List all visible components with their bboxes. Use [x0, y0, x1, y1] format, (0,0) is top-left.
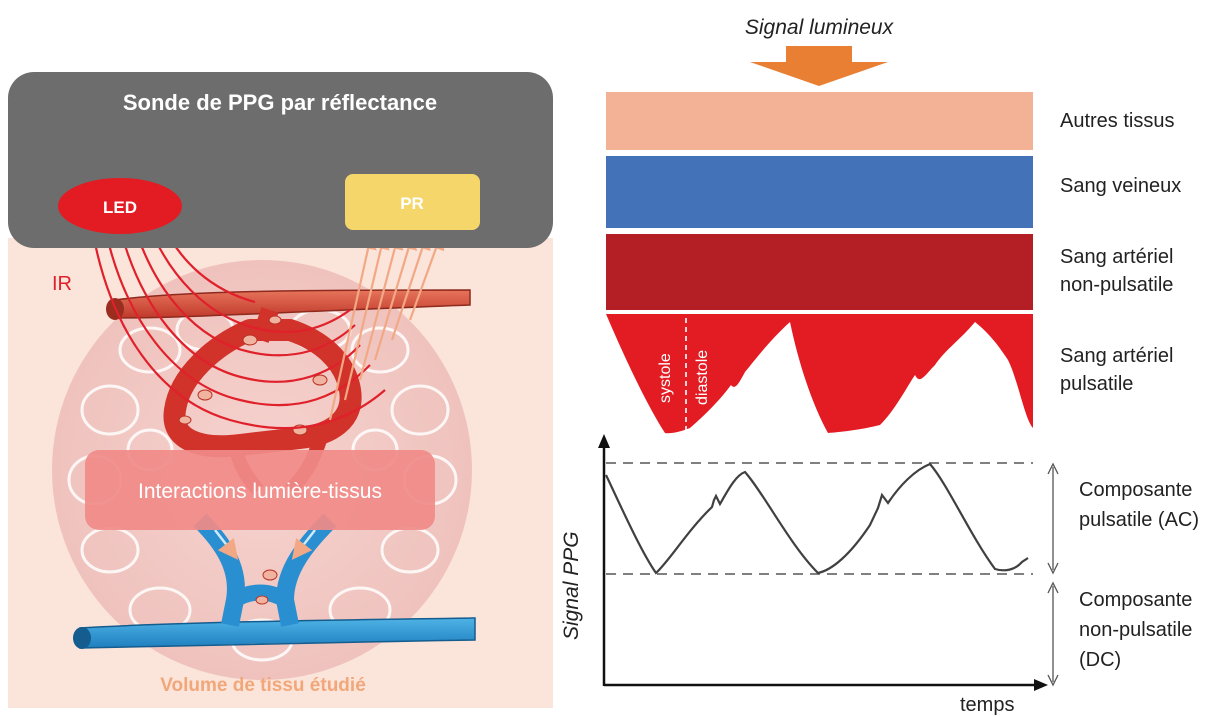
ac-arrow-bottom	[1047, 562, 1059, 575]
interactions-box	[85, 450, 435, 530]
interactions-label: Interactions lumière-tissus	[138, 480, 382, 503]
dc-arrow-top	[1047, 581, 1059, 594]
layer-pulsatile-arterial	[606, 314, 1033, 434]
tissue-volume-label: Volume de tissu étudié	[160, 675, 366, 696]
light-signal-label: Signal lumineux	[745, 16, 895, 39]
light-signal-arrow	[750, 46, 888, 86]
led-label: LED	[103, 198, 137, 217]
ppg-graph: Signal PPG temps Composante pulsatile (A…	[560, 434, 1199, 716]
probe-title: Sonde de PPG par réflectance	[123, 90, 437, 115]
layer-label-other-tissues: Autres tissus	[1060, 110, 1174, 132]
diastole-label: diastole	[694, 350, 711, 405]
right-panel: Signal lumineux systole diastole Autres …	[560, 16, 1199, 716]
y-axis-arrowhead	[598, 434, 610, 448]
ir-label: IR	[52, 273, 72, 295]
return-light-arrows	[328, 231, 445, 421]
x-axis-arrowhead	[1034, 679, 1048, 691]
y-axis-label: Signal PPG	[560, 531, 583, 640]
dc-label-line1: Composante	[1079, 589, 1192, 611]
layer-nonpulsatile-arterial	[606, 234, 1033, 310]
left-panel: Sonde de PPG par réflectance LED PR IR I…	[8, 72, 553, 708]
ppg-waveform	[605, 462, 1029, 575]
photoreceptor	[345, 174, 480, 230]
layer-label-arterial-np-line2: non-pulsatile	[1060, 274, 1173, 296]
led-emitter	[58, 178, 182, 234]
dc-arrow-bottom	[1047, 674, 1059, 687]
layer-label-arterial-p-line1: Sang artériel	[1060, 345, 1173, 367]
ac-label-line1: Composante	[1079, 479, 1192, 501]
systole-label: systole	[657, 353, 674, 403]
ac-label-line2: pulsatile (AC)	[1079, 509, 1199, 531]
pr-label: PR	[400, 194, 424, 213]
x-axis-label: temps	[960, 694, 1014, 716]
layer-label-arterial-p-line2: pulsatile	[1060, 373, 1133, 395]
dc-label-line2: non-pulsatile	[1079, 619, 1192, 641]
dc-label-line3: (DC)	[1079, 649, 1121, 671]
layer-venous-blood	[606, 156, 1033, 228]
ac-arrow-top	[1047, 462, 1059, 475]
layer-label-arterial-np-line1: Sang artériel	[1060, 246, 1173, 268]
layer-label-venous-blood: Sang veineux	[1060, 175, 1181, 197]
layer-other-tissues	[606, 92, 1033, 150]
